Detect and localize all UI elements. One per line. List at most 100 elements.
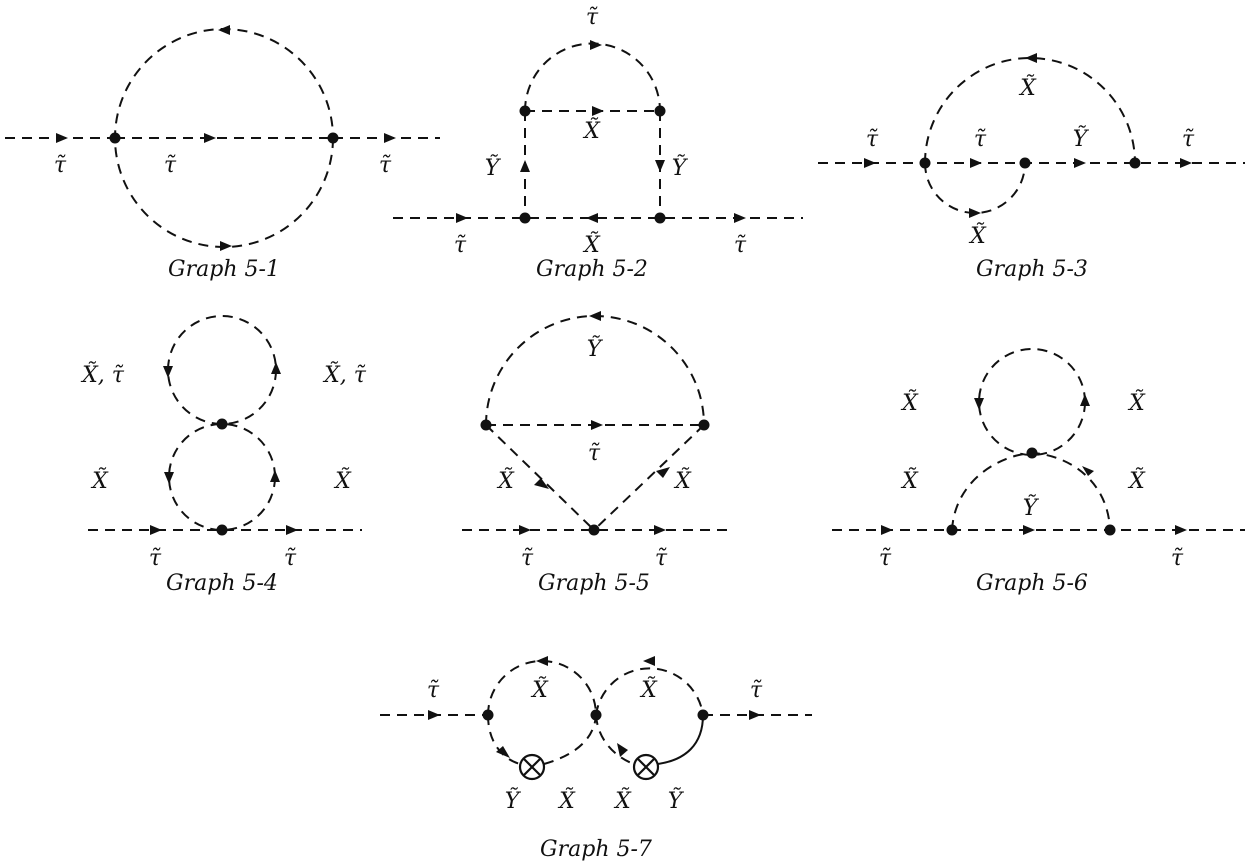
vertex-dot (697, 709, 709, 721)
label-y-left: Ỹ (485, 153, 502, 181)
arrow-icon (1074, 158, 1086, 168)
vertex-dot (216, 524, 228, 536)
arrow-icon (1023, 525, 1035, 535)
label-tau-in: τ̃ (866, 127, 879, 152)
graph-5-5: Ỹ τ̃ X̃ X̃ τ̃ τ̃ Graph 5-5 (462, 311, 732, 596)
label-x-left: X̃ (496, 468, 515, 494)
arrow-icon (974, 398, 984, 410)
label-tau-out: τ̃ (750, 678, 763, 703)
label-tau-out: τ̃ (655, 546, 668, 571)
arrow-icon (591, 420, 603, 430)
small-bottom-arc (924, 162, 1026, 214)
label-x-middle: X̃ (582, 118, 601, 144)
caption-graph-5-2: Graph 5-2 (536, 257, 648, 282)
upper-loop (978, 348, 1086, 456)
label-x-upper-right: X̃ (1127, 390, 1146, 416)
left-diagonal (485, 424, 595, 531)
label-x-right: X̃ (673, 468, 692, 494)
label-x-left: X̃ (90, 468, 109, 494)
label-tau-out: τ̃ (379, 153, 392, 178)
label-y-right: Ỹ (668, 786, 685, 814)
label-x-upper-left: X̃ (900, 390, 919, 416)
label-tau-out: τ̃ (1182, 127, 1195, 152)
vertex-dot (482, 709, 494, 721)
left-lower-arc-b (543, 714, 597, 765)
graph-5-6: X̃ X̃ X̃ X̃ Ỹ τ̃ τ̃ Graph 5-6 (832, 348, 1245, 596)
label-x-tau-left: X̃, τ̃ (80, 362, 125, 388)
arrow-icon (589, 311, 601, 321)
arrow-icon (520, 160, 530, 172)
label-tau-out: τ̃ (734, 233, 747, 258)
arrow-icon (864, 158, 876, 168)
caption-graph-5-5: Graph 5-5 (538, 571, 650, 596)
arrow-icon (1025, 53, 1037, 63)
right-lower-arc-a (595, 714, 635, 765)
vertex-dot (1129, 157, 1141, 169)
vertex-dot (654, 105, 666, 117)
arrow-icon (590, 40, 602, 50)
graph-5-1: τ̃ τ̃ τ̃ Graph 5-1 (5, 25, 440, 282)
arrow-icon (496, 746, 510, 758)
arrow-icon (384, 133, 396, 143)
label-tau-in: τ̃ (54, 153, 67, 178)
vertex-dot (588, 524, 600, 536)
arrow-icon (519, 525, 531, 535)
left-top-arc (487, 660, 597, 716)
vertex-dot (590, 709, 602, 721)
mass-insertion-icon (518, 753, 546, 781)
vertex-dot (480, 419, 492, 431)
arrow-icon (164, 472, 174, 484)
mass-insertion-icon (632, 753, 660, 781)
vertex-dot (1019, 157, 1031, 169)
vertex-dot (327, 132, 339, 144)
left-lower-arc-a (487, 714, 521, 765)
label-tau-in: τ̃ (427, 678, 440, 703)
label-x-left-loop: X̃ (530, 677, 549, 703)
arrow-icon (1180, 158, 1192, 168)
right-top-arc (595, 667, 704, 716)
vertex-dot (919, 157, 931, 169)
arrow-icon (592, 106, 604, 116)
graph-5-7: τ̃ X̃ X̃ τ̃ Ỹ X̃ X̃ Ỹ Graph 5-7 (380, 656, 812, 862)
vertex-dot (654, 212, 666, 224)
label-x-right-bottom: X̃ (613, 788, 632, 814)
label-y: Ỹ (1073, 124, 1090, 152)
label-x-right-loop: X̃ (639, 677, 658, 703)
arrow-icon (163, 366, 173, 378)
label-tau-internal: τ̃ (974, 127, 987, 152)
label-tau-top: τ̃ (586, 5, 599, 30)
vertex-dot (1104, 524, 1116, 536)
arrow-icon (970, 158, 982, 168)
arrow-icon (749, 710, 761, 720)
top-arc (524, 42, 661, 112)
label-x-left-bottom: X̃ (557, 788, 576, 814)
arrow-icon (150, 525, 162, 535)
arrow-icon (654, 525, 666, 535)
label-x-right: X̃ (333, 468, 352, 494)
label-tau-in: τ̃ (521, 546, 534, 571)
arrow-icon (218, 25, 230, 35)
arrow-icon (536, 656, 548, 666)
arrow-icon (220, 241, 232, 251)
graph-5-2: τ̃ X̃ Ỹ Ỹ τ̃ X̃ τ̃ Graph 5-2 (393, 5, 803, 282)
arrow-icon (969, 208, 981, 218)
label-tau-in: τ̃ (879, 546, 892, 571)
arrow-icon (617, 743, 628, 757)
label-y-top: Ỹ (587, 334, 604, 362)
upper-loop (167, 315, 277, 425)
label-tau-in: τ̃ (454, 233, 467, 258)
right-diagonal (593, 424, 705, 531)
caption-graph-5-3: Graph 5-3 (976, 257, 1088, 282)
caption-graph-5-4: Graph 5-4 (166, 571, 278, 596)
arrow-icon (734, 213, 746, 223)
label-x-bottom: X̃ (968, 223, 987, 249)
label-x-top: X̃ (1018, 75, 1037, 101)
large-top-arc (924, 57, 1136, 164)
vertex-dot (946, 524, 958, 536)
arrow-icon (456, 213, 468, 223)
arrow-icon (270, 470, 280, 482)
label-y-left: Ỹ (505, 786, 522, 814)
caption-graph-5-1: Graph 5-1 (168, 257, 280, 282)
label-y-right: Ỹ (672, 153, 689, 181)
label-tau-middle: τ̃ (588, 441, 601, 466)
